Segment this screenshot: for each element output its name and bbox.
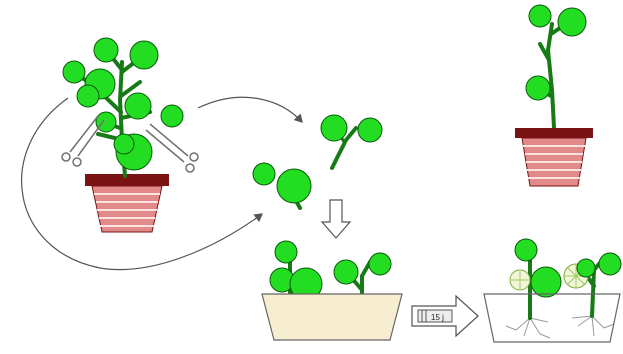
side-cutting — [253, 163, 311, 208]
propagation-tray-icon — [262, 294, 402, 340]
rooted-cuttings — [484, 239, 621, 342]
root-system-icon — [506, 316, 614, 338]
time-arrow: 15 j — [412, 296, 478, 336]
rooted-tray-icon — [484, 294, 620, 342]
arrow-to-top-cutting — [198, 97, 302, 122]
cuttings-in-tray — [262, 241, 402, 340]
top-cutting — [321, 115, 382, 168]
cutting-leaves-icon — [321, 115, 382, 142]
pot-icon — [515, 128, 593, 186]
pot-icon — [85, 174, 169, 232]
parent-plant — [62, 38, 198, 232]
leaf-cluster-icon — [63, 38, 183, 170]
down-arrow-icon — [322, 200, 350, 238]
stem-icon — [538, 24, 566, 128]
leaf-cluster-icon — [526, 5, 586, 100]
regrown-plant — [515, 5, 593, 186]
timer-label: 15 j — [431, 313, 444, 322]
cutting-leaves-icon — [253, 163, 311, 203]
